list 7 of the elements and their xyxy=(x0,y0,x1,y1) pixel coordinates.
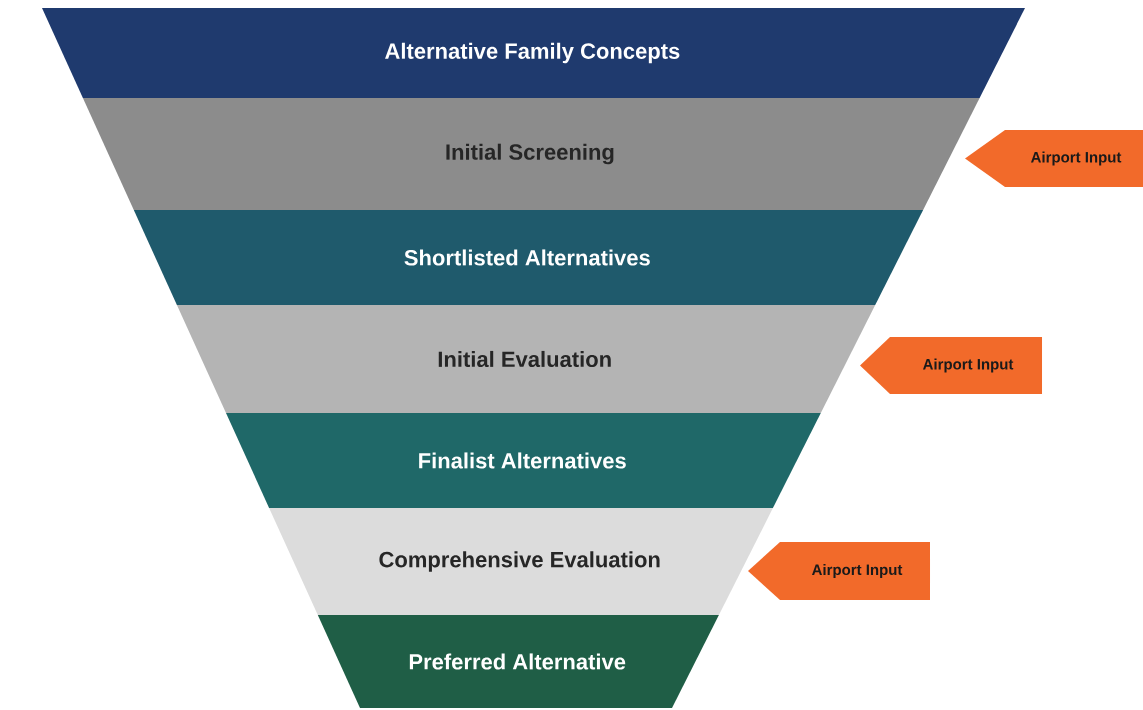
funnel-band: Initial Evaluation xyxy=(176,305,876,413)
funnel-band: Preferred Alternative xyxy=(317,615,719,708)
funnel-band: Initial Screening xyxy=(82,98,980,210)
funnel-band: Shortlisted Alternatives xyxy=(133,210,924,305)
funnel-band: Alternative Family Concepts xyxy=(42,8,1025,98)
funnel-band: Comprehensive Evaluation xyxy=(269,508,773,615)
funnel-band: Finalist Alternatives xyxy=(226,413,821,508)
